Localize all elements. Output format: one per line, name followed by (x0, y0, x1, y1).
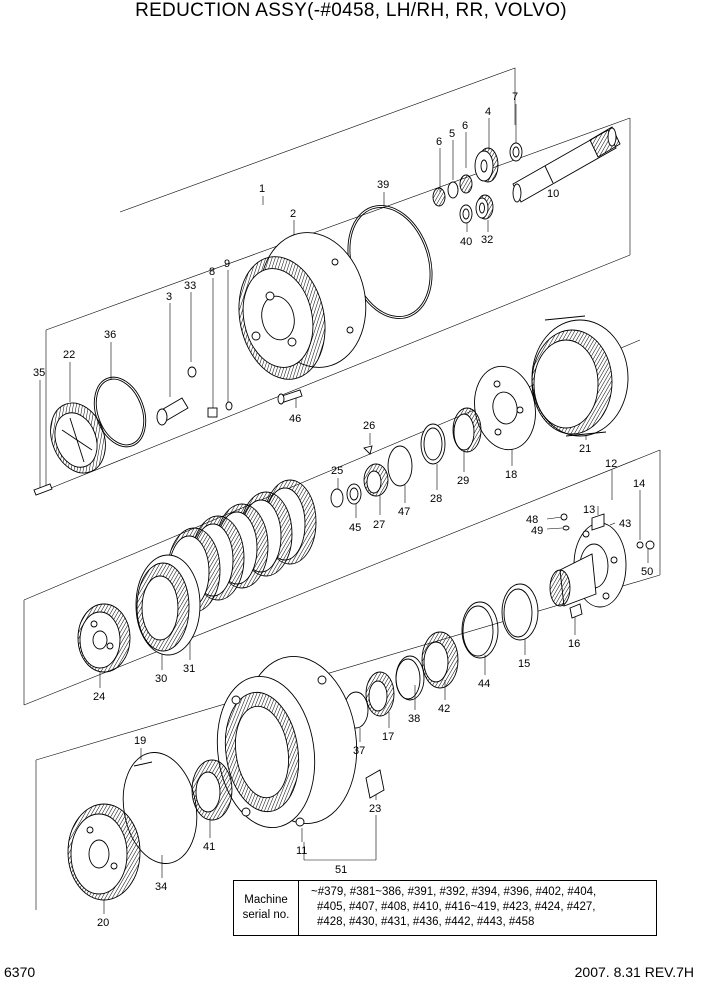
planet-gear-set (432, 142, 523, 224)
seal-ring-group (330, 407, 482, 508)
callout-1: 1 (259, 183, 265, 195)
callout-20: 20 (97, 917, 109, 929)
callout-34: 34 (155, 881, 167, 893)
callout-29: 29 (457, 475, 469, 487)
callout-50: 50 (641, 566, 653, 578)
callout-25: 25 (331, 465, 343, 477)
leader-lines (39, 104, 649, 914)
serial-label-line2: serial no. (242, 909, 290, 921)
callout-10: 10 (547, 188, 559, 200)
callout-9: 9 (224, 258, 230, 270)
callout-49: 49 (531, 525, 543, 537)
callout-23: 23 (369, 803, 381, 815)
callout-32: 32 (481, 234, 493, 246)
machine-serial-table: Machine serial no. ~#379, #381~386, #391… (233, 880, 657, 936)
callout-38: 38 (408, 713, 420, 725)
serial-label-line1: Machine (244, 894, 288, 906)
callout-13: 13 (583, 504, 595, 516)
thrust-plate (474, 365, 536, 451)
callout-18: 18 (505, 469, 517, 481)
ring-gear (531, 315, 629, 437)
serial-line-1: ~#379, #381~386, #391, #392, #394, #396,… (311, 886, 597, 898)
callout-11: 11 (296, 845, 307, 857)
callout-26: 26 (363, 420, 375, 432)
serial-label-cell: Machine serial no. (234, 881, 299, 935)
gear-housing (216, 656, 385, 829)
small-fasteners (156, 366, 303, 426)
callout-27: 27 (373, 519, 385, 531)
callout-46: 46 (289, 413, 301, 425)
callout-33: 33 (184, 280, 196, 292)
shaft (512, 126, 621, 203)
callout-numbers: 1 2 3 33 8 9 36 22 35 39 6 5 6 4 7 10 40… (33, 91, 653, 929)
callout-8: 8 (209, 266, 215, 278)
callout-4: 4 (485, 106, 491, 118)
diagram-title: REDUCTION ASSY(-#0458, LH/RH, RR, VOLVO) (135, 0, 567, 21)
callout-28: 28 (430, 493, 442, 505)
callout-22: 22 (63, 349, 75, 361)
callout-19: 19 (134, 735, 146, 747)
callout-30: 30 (155, 673, 167, 685)
callout-35: 35 (33, 367, 45, 379)
callout-6b: 6 (462, 120, 468, 132)
callout-12: 12 (605, 458, 617, 470)
planet-carrier (238, 232, 367, 380)
cover-assembly (33, 376, 147, 496)
callout-2: 2 (290, 208, 296, 220)
callout-16: 16 (568, 638, 580, 650)
callout-43: 43 (619, 518, 631, 530)
callout-48: 48 (526, 514, 538, 526)
callout-47: 47 (398, 506, 410, 518)
assembly-boundary-lines (23, 67, 661, 910)
callout-51: 51 (335, 864, 347, 876)
callout-36: 36 (104, 329, 116, 341)
callout-39: 39 (377, 179, 389, 191)
callout-21: 21 (579, 443, 591, 455)
callout-6a: 6 (436, 136, 442, 148)
revision-stamp: 2007. 8.31 REV.7H (574, 964, 694, 980)
sun-gear (77, 603, 131, 673)
serial-line-3: #428, #430, #431, #436, #442, #443, #458 (317, 916, 535, 928)
serial-line-2: #405, #407, #408, #410, #416~419, #423, … (317, 901, 596, 913)
callout-24: 24 (93, 691, 105, 703)
callout-44: 44 (478, 678, 490, 690)
callout-31: 31 (183, 663, 195, 675)
clutch-disc-pack (135, 479, 317, 656)
callout-15: 15 (518, 658, 530, 670)
wheel-hub (549, 513, 655, 619)
callout-7: 7 (512, 91, 518, 103)
callout-17: 17 (382, 731, 394, 743)
callout-3: 3 (166, 291, 172, 303)
callout-5: 5 (449, 128, 455, 140)
page-number: 6370 (4, 964, 36, 980)
callout-45: 45 (349, 522, 361, 534)
output-gear-assembly (67, 752, 233, 901)
callout-42: 42 (438, 703, 450, 715)
callout-40: 40 (460, 236, 472, 248)
callout-14: 14 (633, 478, 645, 490)
callout-41: 41 (203, 841, 215, 853)
callout-37: 37 (353, 745, 365, 757)
serial-number-list: ~#379, #381~386, #391, #392, #394, #396,… (299, 881, 656, 935)
bearing-seal-stack (343, 583, 539, 729)
